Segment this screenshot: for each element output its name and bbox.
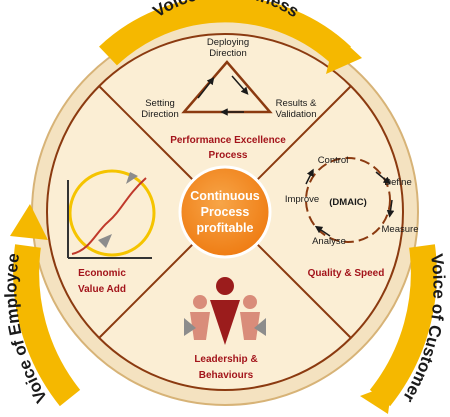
dmaic-cycle-ring <box>305 157 391 243</box>
quality-speed-title: Quality & Speed <box>308 268 385 279</box>
dmaic-step-analyse: Analyse <box>312 236 346 247</box>
quadrant-performance-excellence: Deploying Direction Setting Direction Re… <box>141 37 317 161</box>
node-setting-line2: Direction <box>141 109 179 120</box>
node-setting-line1: Setting <box>145 98 175 109</box>
voice-of-business-banner: Voice of Business <box>99 0 362 74</box>
banner-arrow-down-icon <box>360 384 392 414</box>
node-results-line2: Validation <box>275 109 316 120</box>
quadrant-leadership: Leadership & Behaviours <box>184 277 266 381</box>
leadership-title-line1: Leadership & <box>194 354 257 365</box>
node-deploying-line1: Deploying <box>207 37 249 48</box>
dmaic-step-define: Define <box>384 177 411 188</box>
dmaic-step-improve: Improve <box>285 194 319 205</box>
leader-figures-icon <box>184 277 266 345</box>
curved-arrow-icon <box>98 234 112 248</box>
cycle-arrow-icon <box>305 168 314 185</box>
value-cycle-circle <box>68 169 156 257</box>
banner-arrow-right-icon <box>326 34 362 74</box>
center-hub: Continuous Process profitable <box>178 165 272 259</box>
curved-arrow-icon <box>126 172 138 184</box>
cycle-arrow-icon <box>314 225 331 237</box>
center-line2: Process <box>201 205 250 219</box>
cycle-arrow-icon <box>375 171 391 185</box>
economic-title-line1: Economic <box>78 268 126 279</box>
banner-arrow-up-icon <box>10 204 48 240</box>
center-line1: Continuous <box>190 189 259 203</box>
cycle-arrow-icon <box>386 199 395 218</box>
dmaic-step-measure: Measure <box>382 224 419 235</box>
performance-title-line2: Process <box>209 150 248 161</box>
dmaic-step-control: Control <box>318 155 349 166</box>
cycle-arrow-icon <box>231 75 249 95</box>
economic-title-line2: Value Add <box>78 284 126 295</box>
leadership-title-line2: Behaviours <box>199 370 254 381</box>
quadrant-quality-speed: (DMAIC) Control Define Measure Analyse I… <box>285 155 419 279</box>
node-deploying-line2: Direction <box>209 48 247 59</box>
performance-title-line1: Performance Excellence <box>170 135 286 146</box>
node-results-line1: Results & <box>276 98 317 109</box>
cycle-arrow-icon <box>197 77 215 99</box>
growth-curve <box>71 177 147 255</box>
center-line3: profitable <box>197 221 254 235</box>
quadrant-economic-value: Economic Value Add <box>67 169 156 295</box>
dmaic-center-label: (DMAIC) <box>329 197 366 208</box>
